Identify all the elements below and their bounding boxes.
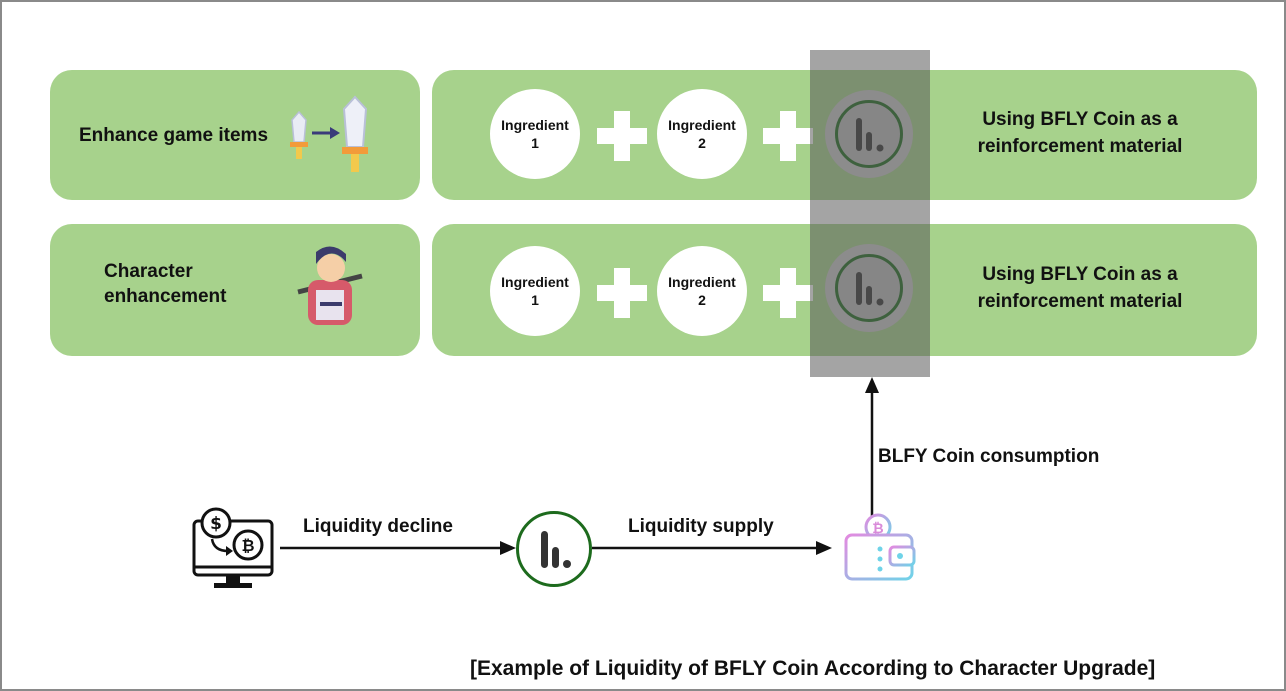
row2-title-line1: Character <box>104 261 193 282</box>
consumption-arrow <box>865 377 879 517</box>
row2-result: Using BFLY Coin as a reinforcement mater… <box>950 262 1210 315</box>
ingredient-number: 1 <box>531 135 539 151</box>
row2-title-line2: enhancement <box>104 285 227 307</box>
consumption-label: BLFY Coin consumption <box>878 446 1100 467</box>
plus-icon <box>597 111 647 161</box>
result-line1: Using BFLY Coin as a <box>982 109 1178 130</box>
svg-text:$: $ <box>210 514 222 534</box>
ingredient-label: Ingredient <box>501 116 569 133</box>
ingredient-label: Ingredient <box>668 273 736 290</box>
row1-result: Using BFLY Coin as a reinforcement mater… <box>950 107 1210 160</box>
decline-arrow <box>280 541 516 555</box>
row1-title: Enhance game items <box>79 125 269 146</box>
hero-character-icon <box>297 246 363 325</box>
ingredient-2: Ingredient 2 <box>657 89 747 179</box>
supply-arrow <box>592 541 832 555</box>
plus-icon <box>597 268 647 318</box>
result-line1: Using BFLY Coin as a <box>982 264 1178 285</box>
plus-icon <box>763 268 813 318</box>
ingredient-number: 1 <box>531 292 539 308</box>
result-line2: reinforcement material <box>977 135 1183 157</box>
ingredient-number: 2 <box>698 292 706 308</box>
svg-text:₿: ₿ <box>872 521 883 537</box>
arrow-right-icon <box>312 127 340 139</box>
bfly-coin-icon <box>516 511 592 587</box>
sword-icon <box>342 95 368 172</box>
diagram-caption: [Example of Liquidity of BFLY Coin Accor… <box>470 657 1156 680</box>
currency-exchange-monitor-icon: $ ₿ <box>192 507 274 588</box>
ingredient-2: Ingredient 2 <box>657 246 747 336</box>
result-line2: reinforcement material <box>977 290 1183 312</box>
plus-icon <box>763 111 813 161</box>
row2-left-band <box>50 224 420 356</box>
sword-icon <box>290 110 308 159</box>
svg-text:₿: ₿ <box>241 536 254 555</box>
decline-label: Liquidity decline <box>303 516 453 537</box>
ingredient-label: Ingredient <box>501 273 569 290</box>
ingredient-1: Ingredient 1 <box>490 246 580 336</box>
supply-label: Liquidity supply <box>628 516 774 537</box>
crypto-wallet-icon: ₿ <box>844 513 916 581</box>
row2-title: Character enhancement <box>104 260 226 309</box>
coin-column-highlight <box>810 50 930 377</box>
ingredient-number: 2 <box>698 135 706 151</box>
ingredient-label: Ingredient <box>668 116 736 133</box>
ingredient-1: Ingredient 1 <box>490 89 580 179</box>
